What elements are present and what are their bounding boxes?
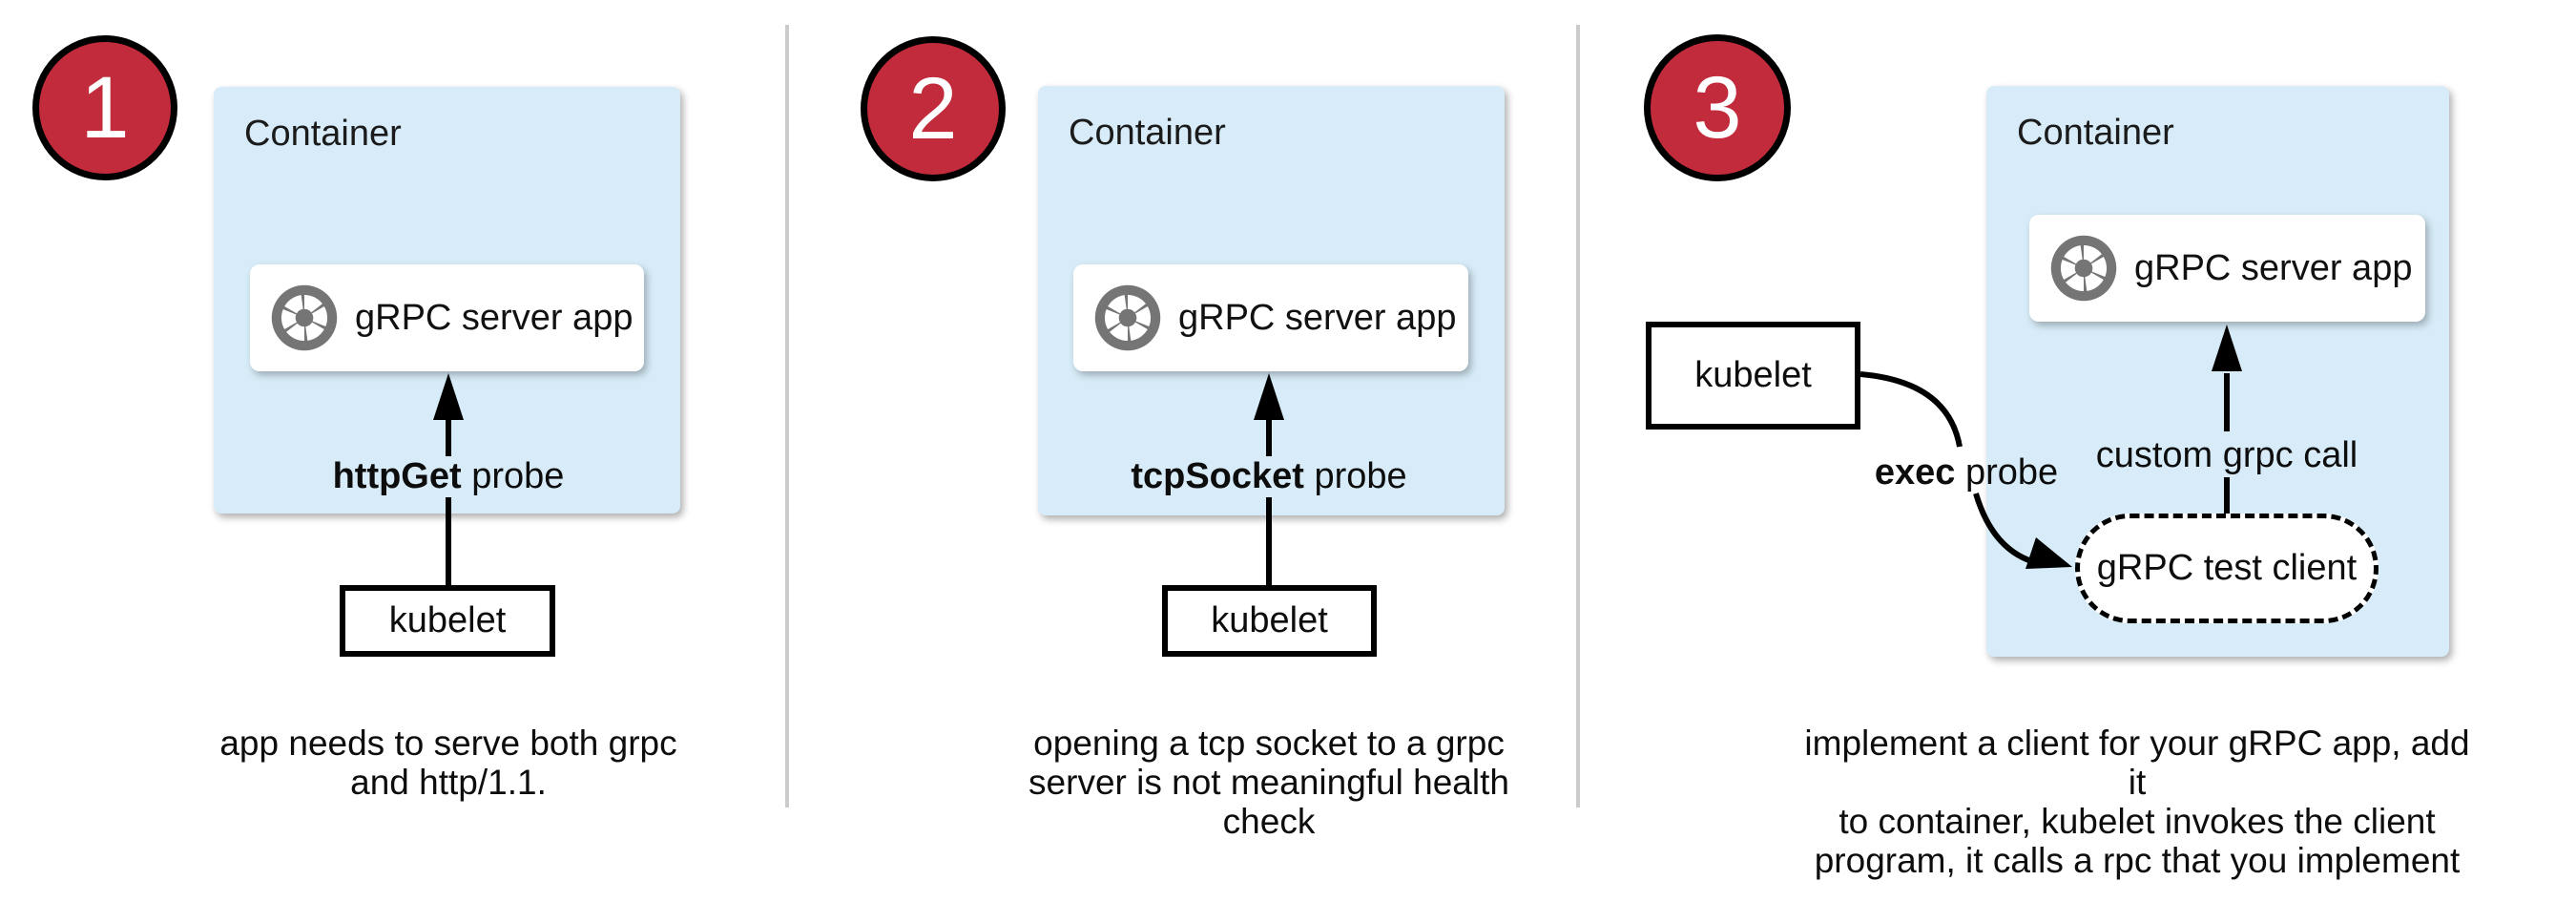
grpc-test-client-label: gRPC test client [2096,548,2358,588]
container-label: Container [244,114,402,154]
probe-keyword: httpGet [332,456,462,496]
grpc-server-app-box: gRPC server app [1073,264,1468,371]
exec-probe-label: exec probe [1823,452,2109,493]
panel-caption-1: app needs to serve both grpc and http/1.… [162,724,735,802]
probe-rest: probe [1303,456,1407,496]
custom-grpc-call-label: custom grpc call [2095,435,2358,475]
caption-line: to container, kubelet invokes the client [1839,802,2436,841]
caption-line: and http/1.1. [350,763,547,802]
step-badge-3: 3 [1644,34,1791,181]
step-badge-2: 2 [861,36,1006,181]
grpc-server-app-label: gRPC server app [1178,297,1457,338]
probe-keyword: tcpSocket [1131,456,1304,496]
step-badge-1: 1 [32,35,177,180]
aperture-icon [271,284,338,351]
kubelet-box-3: kubelet [1646,322,1860,430]
aperture-icon [2050,235,2117,302]
panel-divider [1576,25,1580,808]
caption-line: opening a tcp socket to a grpc [1033,724,1505,763]
probe-rest: probe [1955,452,2059,493]
kubelet-box-2: kubelet [1162,585,1377,657]
grpc-test-client-box: gRPC test client [2075,514,2379,623]
caption-line: implement a client for your gRPC app, ad… [1804,724,2470,802]
grpc-server-app-box: gRPC server app [250,264,644,371]
panel-caption-3: implement a client for your gRPC app, ad… [1803,724,2471,880]
probe-rest: probe [461,456,565,496]
tcpsocket-probe-label: tcpSocket probe [1078,456,1460,497]
httpget-probe-label: httpGet probe [258,456,639,497]
caption-line: app needs to serve both grpc [219,724,677,763]
caption-line: program, it calls a rpc that you impleme… [1814,841,2461,880]
caption-line: server is not meaningful health [1028,763,1509,802]
probe-keyword: exec [1874,452,1956,493]
container-label: Container [2017,113,2174,153]
panel-caption-2: opening a tcp socket to a grpc server is… [983,724,1555,841]
container-label: Container [1069,113,1226,153]
grpc-server-app-label: gRPC server app [2134,247,2413,288]
kubelet-box-1: kubelet [340,585,555,657]
aperture-icon [1094,284,1161,351]
grpc-server-app-box: gRPC server app [2029,215,2425,322]
grpc-server-app-label: gRPC server app [355,297,634,338]
panel-divider [785,25,789,808]
caption-line: check [1222,802,1316,841]
